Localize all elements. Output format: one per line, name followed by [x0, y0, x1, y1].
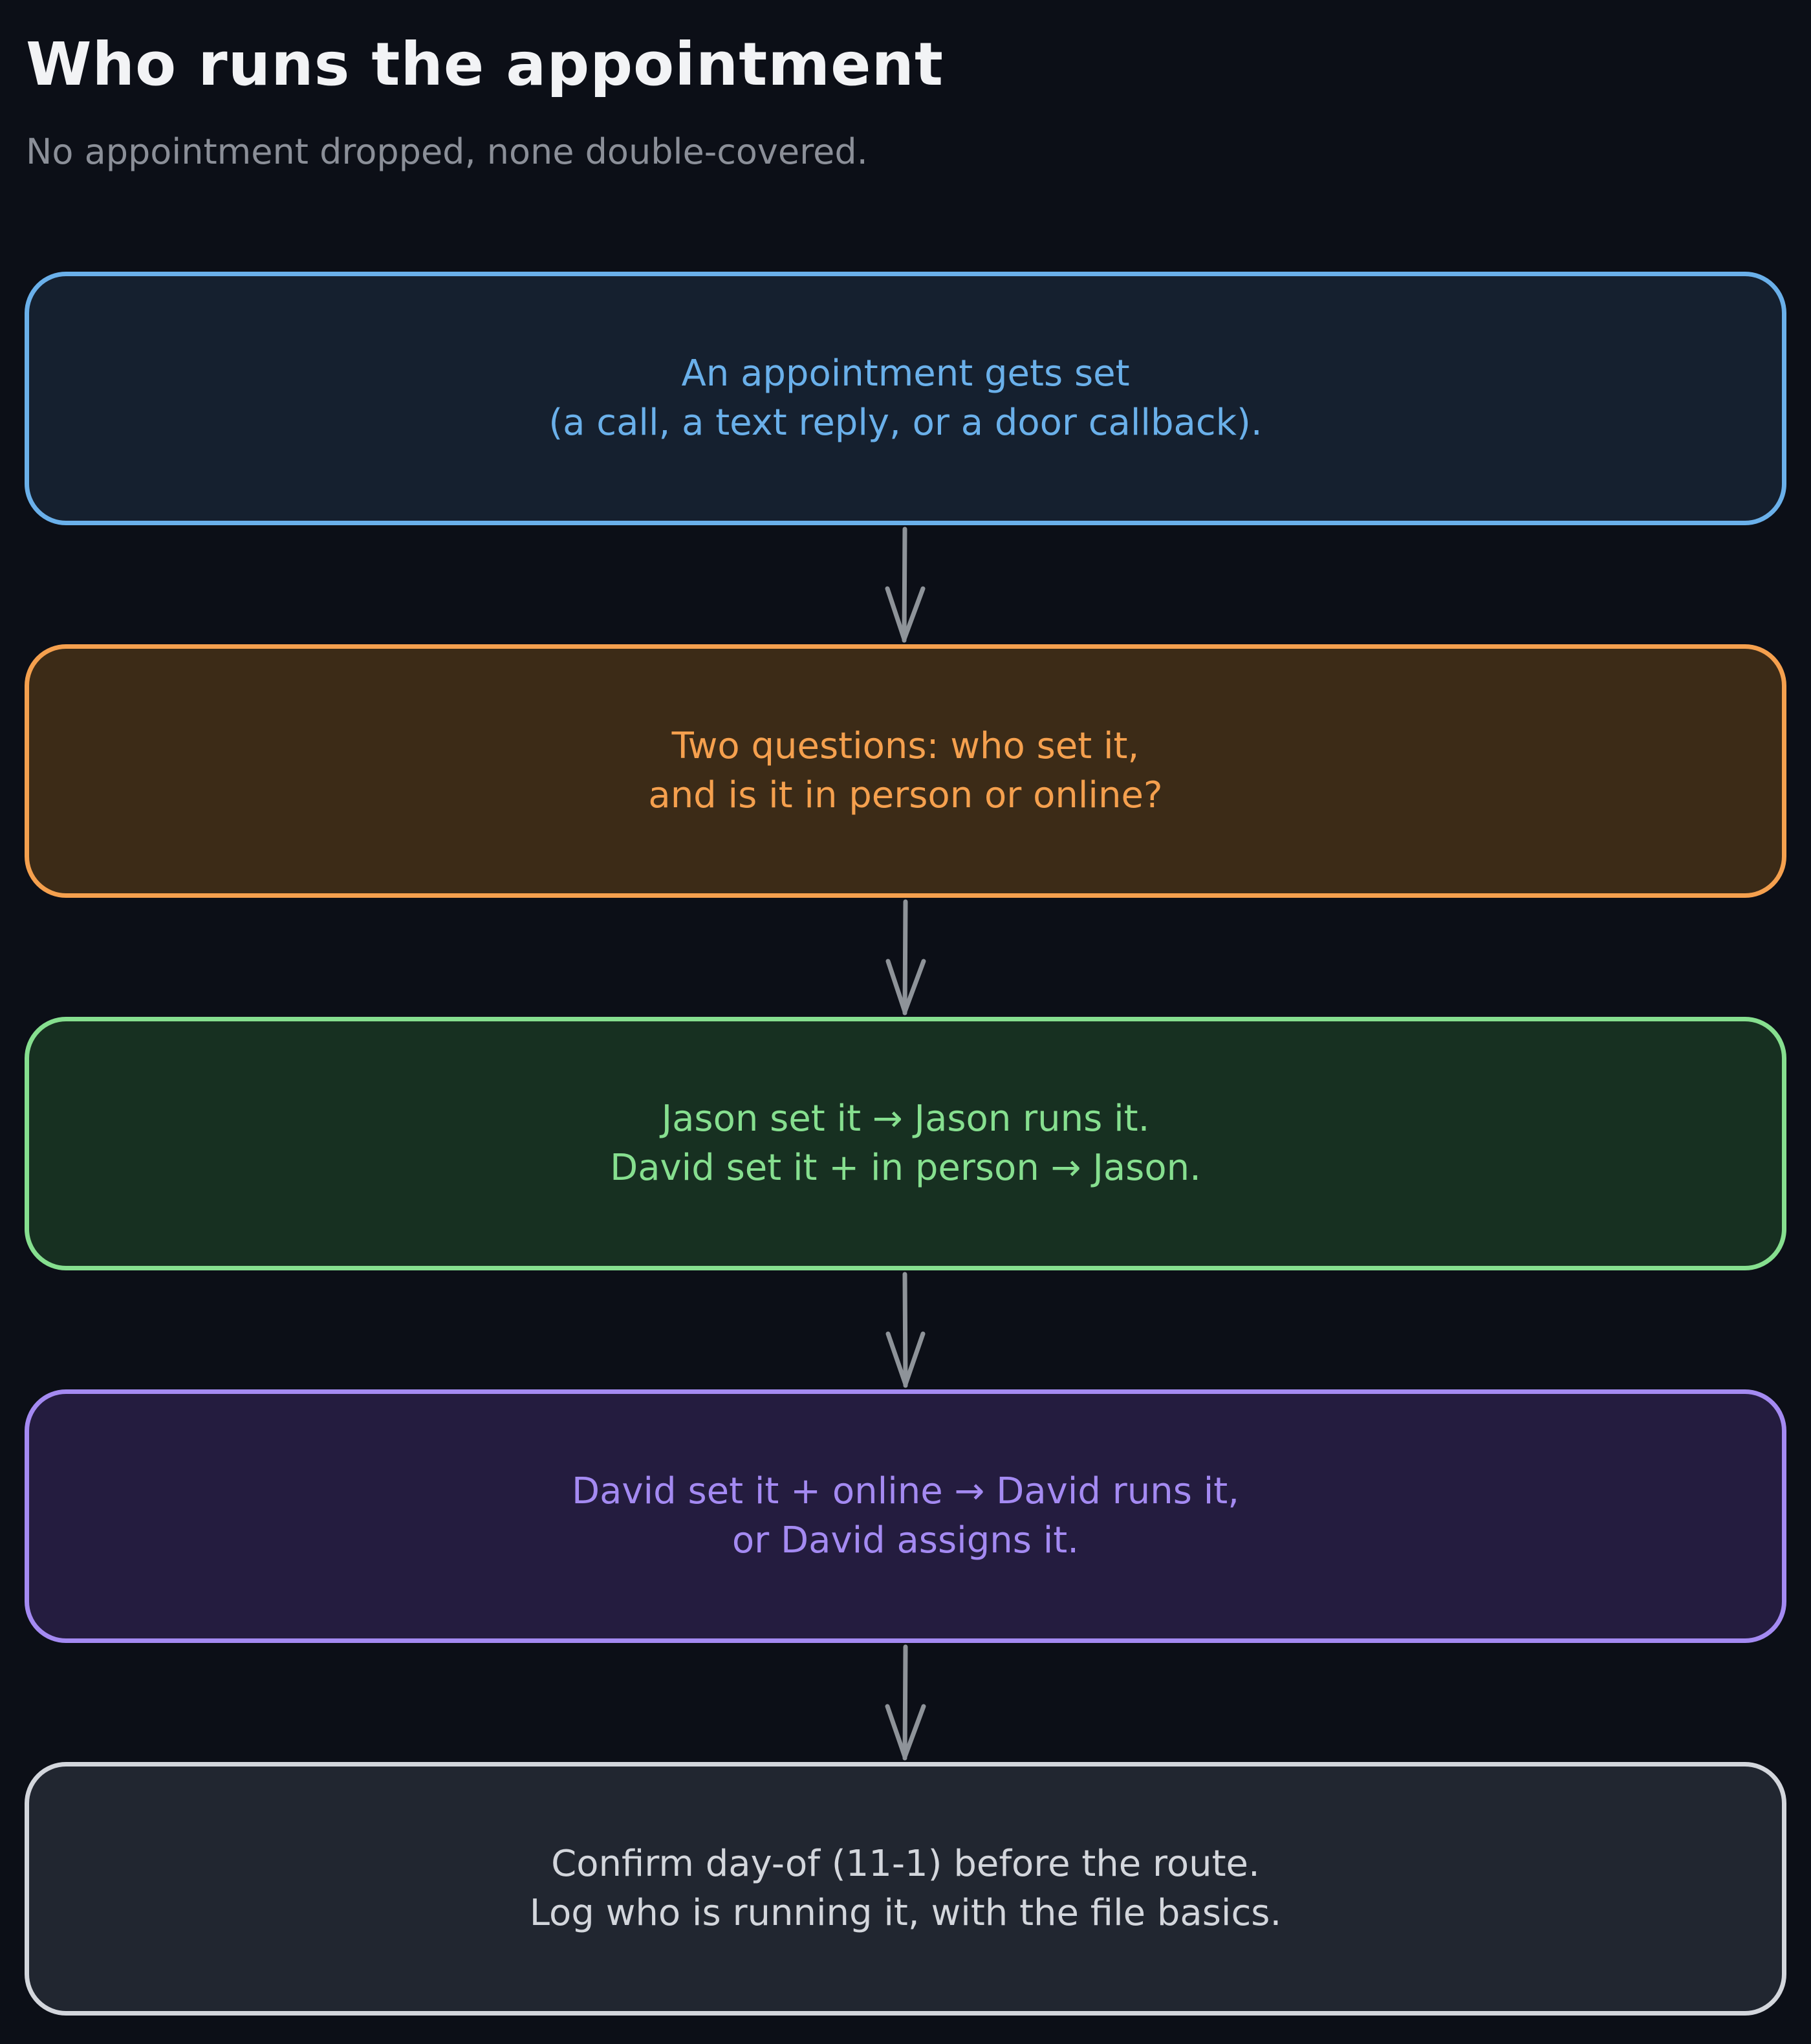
step-confirm-and-log: Confirm day-of (11-1) before the route. … — [25, 1762, 1786, 2016]
step-line: (a call, a text reply, or a door callbac… — [548, 402, 1263, 444]
arrow-2 — [885, 899, 926, 1016]
step-appointment-set: An appointment gets set (a call, a text … — [25, 272, 1786, 525]
step-line: and is it in person or online? — [648, 774, 1163, 816]
step-line: Log who is running it, with the file bas… — [529, 1892, 1282, 1934]
step-line: Two questions: who set it, — [671, 725, 1140, 767]
step-text: Confirm day-of (11-1) before the route. … — [530, 1840, 1282, 1938]
step-text: An appointment gets set (a call, a text … — [548, 349, 1262, 448]
step-line: or David assigns it. — [732, 1519, 1079, 1561]
step-line: Confirm day-of (11-1) before the route. — [551, 1843, 1260, 1885]
arrow-3 — [885, 1272, 926, 1388]
step-text: Two questions: who set it, and is it in … — [648, 722, 1162, 820]
step-david-online: David set it + online → David runs it, o… — [25, 1389, 1786, 1643]
step-line: An appointment gets set — [681, 353, 1130, 395]
arrow-4 — [885, 1644, 926, 1761]
step-line: David set it + in person → Jason. — [610, 1147, 1201, 1189]
page-title: Who runs the appointment — [26, 30, 944, 99]
page-subtitle: No appointment dropped, none double-cove… — [26, 131, 868, 172]
step-text: David set it + online → David runs it, o… — [572, 1467, 1239, 1565]
step-line: David set it + online → David runs it, — [571, 1470, 1240, 1512]
step-text: Jason set it → Jason runs it. David set … — [610, 1094, 1201, 1193]
step-two-questions: Two questions: who set it, and is it in … — [25, 644, 1786, 898]
step-line: Jason set it → Jason runs it. — [661, 1098, 1150, 1140]
step-jason-rules: Jason set it → Jason runs it. David set … — [25, 1017, 1786, 1270]
arrow-1 — [885, 527, 926, 643]
